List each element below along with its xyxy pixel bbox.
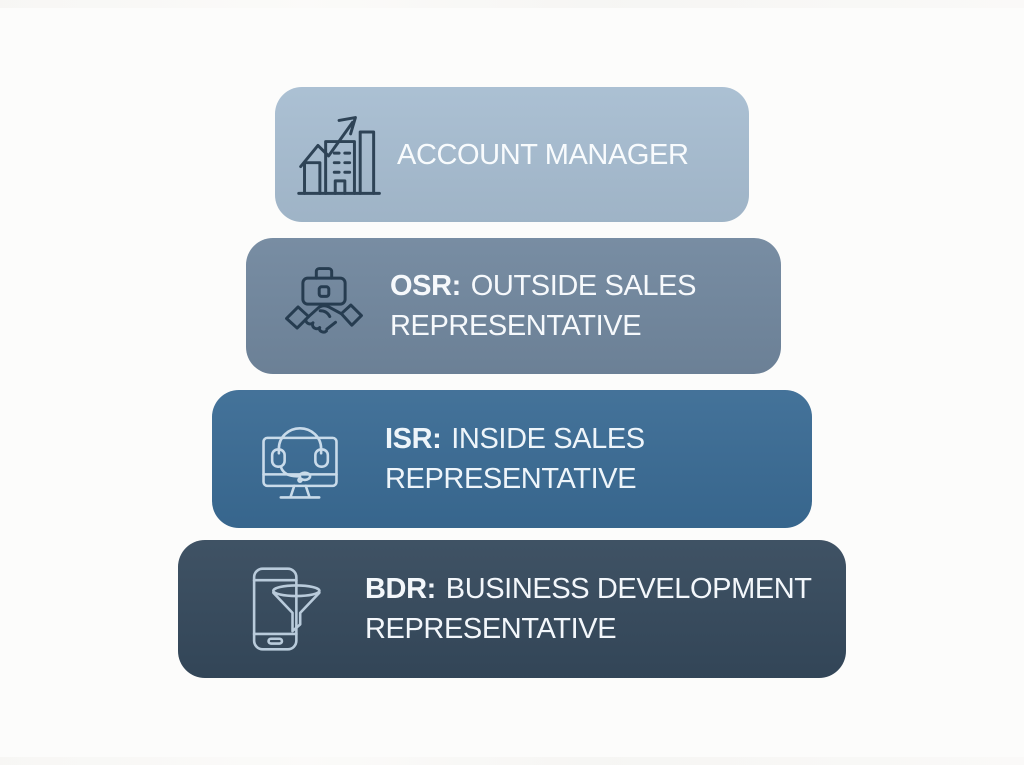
bar-abbr: OSR: bbox=[390, 270, 461, 302]
bar-label: OSR: OUTSIDE SALES REPRESENTATIVE bbox=[390, 266, 696, 346]
briefcase-handshake-icon bbox=[276, 255, 372, 357]
bar-label: ACCOUNT MANAGER bbox=[397, 135, 689, 175]
bar-label-line2: REPRESENTATIVE bbox=[390, 310, 642, 342]
bar-label-line1: BDR: BUSINESS DEVELOPMENT bbox=[365, 569, 812, 609]
bar-label-line1: ISR: INSIDE SALES bbox=[385, 419, 645, 459]
monitor-headset-icon bbox=[252, 408, 348, 510]
growth-chart-icon bbox=[293, 104, 389, 206]
bar-abbr: BDR: bbox=[365, 573, 436, 605]
bar-label-line1: ACCOUNT MANAGER bbox=[397, 135, 689, 175]
bar-label: BDR: BUSINESS DEVELOPMENT REPRESENTATIVE bbox=[365, 569, 812, 649]
bar-osr: OSR: OUTSIDE SALES REPRESENTATIVE bbox=[246, 238, 781, 374]
bar-bdr: BDR: BUSINESS DEVELOPMENT REPRESENTATIVE bbox=[178, 540, 846, 678]
bar-label-line2: REPRESENTATIVE bbox=[365, 613, 617, 645]
bar-label-line2: REPRESENTATIVE bbox=[385, 463, 637, 495]
bar-label-line1: OSR: OUTSIDE SALES bbox=[390, 266, 696, 306]
bar-text: BUSINESS DEVELOPMENT bbox=[445, 573, 812, 605]
bar-isr: ISR: INSIDE SALES REPRESENTATIVE bbox=[212, 390, 812, 528]
bar-abbr: ISR: bbox=[385, 423, 442, 455]
bar-label: ISR: INSIDE SALES REPRESENTATIVE bbox=[385, 419, 645, 499]
phone-funnel-icon bbox=[233, 558, 329, 660]
bar-text: OUTSIDE SALES bbox=[470, 270, 697, 302]
bar-account-manager: ACCOUNT MANAGER bbox=[275, 87, 749, 222]
bar-text: ACCOUNT MANAGER bbox=[397, 138, 689, 171]
bar-text: INSIDE SALES bbox=[451, 423, 645, 455]
